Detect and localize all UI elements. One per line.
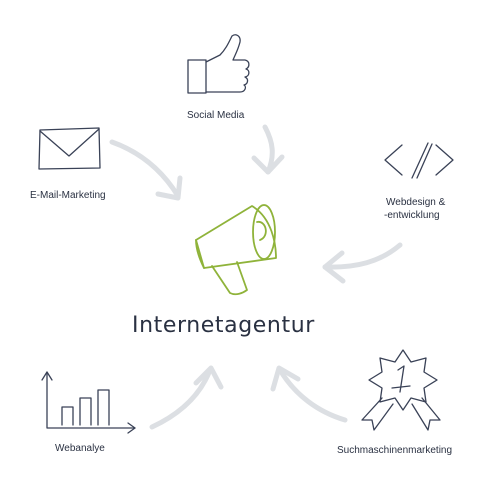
webdesign-label-line1: Webdesign &: [386, 197, 446, 208]
envelope-icon: [38, 127, 101, 170]
arrow-from-webanalyse: [149, 365, 224, 430]
arrow-from-seo: [270, 365, 348, 423]
megaphone-icon: [195, 204, 277, 296]
webanalyse-label: Webanalye: [55, 443, 105, 454]
arrow-from-email: [109, 139, 183, 201]
seo-label: Suchmaschinenmarketing: [337, 445, 453, 456]
thumbs-up-icon: [187, 34, 250, 94]
arrow-from-social-media: [251, 124, 285, 175]
social-media-label: Social Media: [187, 110, 245, 121]
webdesign-label-line2: -entwicklung: [384, 210, 440, 221]
award-ribbon-icon: [361, 349, 441, 431]
code-brackets-icon: [384, 142, 454, 179]
center-title: Internetagentur: [132, 313, 315, 338]
email-marketing-label: E-Mail-Marketing: [30, 190, 106, 201]
arrow-from-webdesign: [322, 242, 403, 284]
bar-chart-icon: [41, 371, 136, 434]
